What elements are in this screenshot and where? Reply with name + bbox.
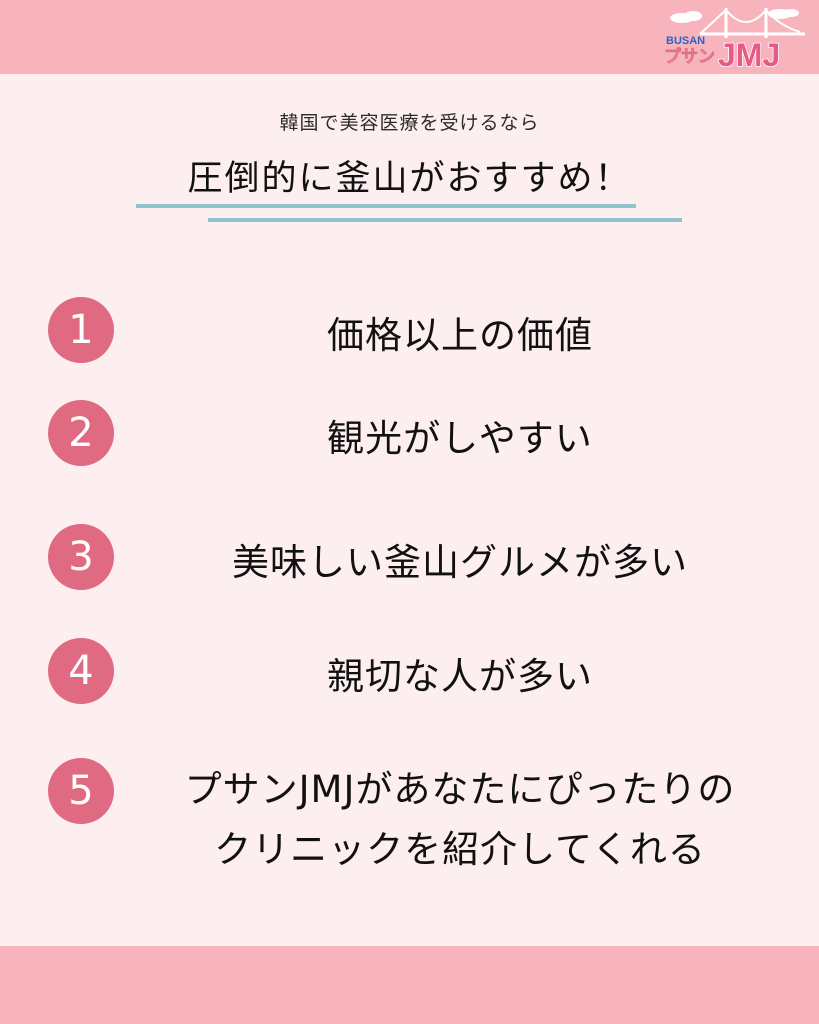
reason-label: 親切な人が多い: [327, 655, 593, 698]
title-underline-bottom: [208, 218, 682, 222]
title-underline-top: [136, 204, 636, 208]
bridge-logo-icon: BUSAN プサン JMJ: [664, 8, 805, 70]
number-badge: 2: [48, 400, 114, 466]
subtitle: 韓国で美容医療を受けるなら: [279, 112, 540, 134]
logo-busan-text: BUSAN: [666, 35, 705, 47]
number-badge: 3: [48, 524, 114, 590]
reason-label: 価格以上の価値: [327, 314, 593, 357]
footer-band: [0, 946, 819, 1024]
reason-label-line-2: クリニックを紹介してくれる: [214, 828, 706, 871]
busan-jmj-logo[interactable]: BUSAN プサン JMJ: [660, 4, 810, 70]
number-badge: 1: [48, 297, 114, 363]
header-band: [0, 0, 819, 74]
number-badge: 4: [48, 638, 114, 704]
number-badge: 5: [48, 758, 114, 824]
reason-label: 観光がしやすい: [327, 417, 593, 460]
logo-kana-text: プサン: [664, 46, 715, 67]
reason-label: プサンJMJがあなたにぴったりの クリニックを紹介してくれる: [130, 760, 790, 880]
reason-label: 美味しい釜山グルメが多い: [232, 541, 688, 584]
reason-label-line-1: プサンJMJがあなたにぴったりの: [184, 768, 736, 811]
page-title: 圧倒的に釜山がおすすめ！: [187, 159, 632, 199]
logo-jmj-text: JMJ: [718, 37, 780, 70]
